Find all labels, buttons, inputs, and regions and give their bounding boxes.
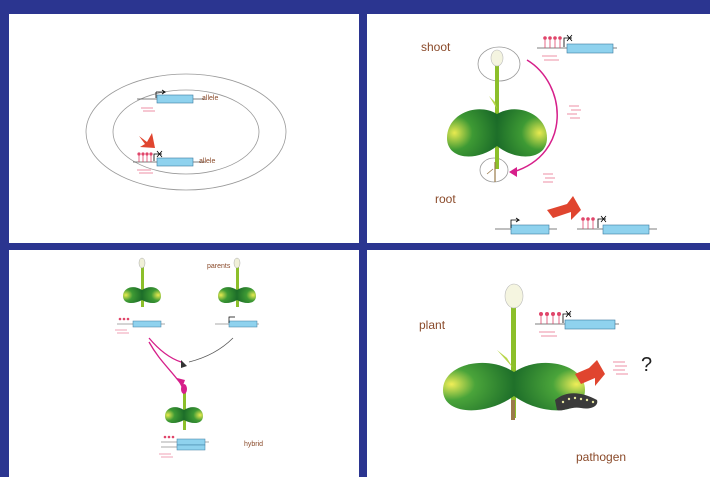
methylated-gene-root [577, 215, 657, 235]
root-circle [479, 157, 509, 183]
silencing-arrow [139, 133, 155, 148]
panel-shoot-root: shoot root [367, 14, 710, 243]
mobile-signal-arrow [512, 59, 558, 173]
hybrid-gene [159, 435, 209, 458]
panel-parents-hybrid: parents hybrid [9, 250, 359, 477]
cell-outer-membrane [85, 73, 287, 191]
small-rna-marks-shoot [567, 105, 581, 119]
parent-plant-left [123, 257, 161, 307]
unmethylated-gene-root [495, 217, 557, 235]
plant-shoot-root [447, 49, 547, 182]
parents-label: parents [207, 263, 231, 270]
inheritance-arrow [148, 341, 182, 385]
cross-arrow-right [188, 337, 234, 363]
methylated-allele [133, 150, 205, 174]
pathogen-label: pathogen [576, 450, 627, 464]
response-arrow [575, 360, 605, 386]
hybrid-label: hybrid [244, 441, 264, 448]
panel-alleles-graphic [85, 73, 287, 191]
parent-left-methylated-gene [115, 317, 165, 334]
methylated-gene-shoot [537, 34, 617, 61]
parent-plant-right [218, 257, 256, 307]
parent-right-active-gene [215, 316, 259, 328]
methylated-gene-plant [535, 310, 619, 337]
root-label: root [435, 192, 456, 206]
small-rna-marks-root [543, 173, 555, 183]
caterpillar-pathogen [555, 393, 598, 411]
inheritance-arrowhead [177, 378, 185, 388]
mobile-signal-arrowhead [509, 167, 517, 177]
allele-label-bottom: allele [199, 158, 216, 165]
small-rna-marks [613, 361, 628, 375]
nucleus-membrane [112, 89, 260, 175]
hybrid-plant [165, 384, 203, 430]
panel-shoot-root-graphic [447, 34, 657, 235]
shoot-label: shoot [421, 40, 451, 54]
panel-alleles: allele allele [9, 14, 359, 243]
panel-pathogen: plant pathogen ? [367, 250, 710, 477]
plant-label: plant [419, 318, 446, 332]
panel-pathogen-graphic [443, 283, 628, 420]
question-mark: ? [641, 354, 653, 376]
panel-parents-hybrid-graphic [115, 257, 259, 458]
allele-label-top: allele [202, 95, 219, 102]
cross-point [181, 360, 187, 368]
cross-arrow-left [148, 337, 182, 363]
unmethylated-allele [137, 89, 205, 112]
red-arrow [547, 196, 581, 220]
